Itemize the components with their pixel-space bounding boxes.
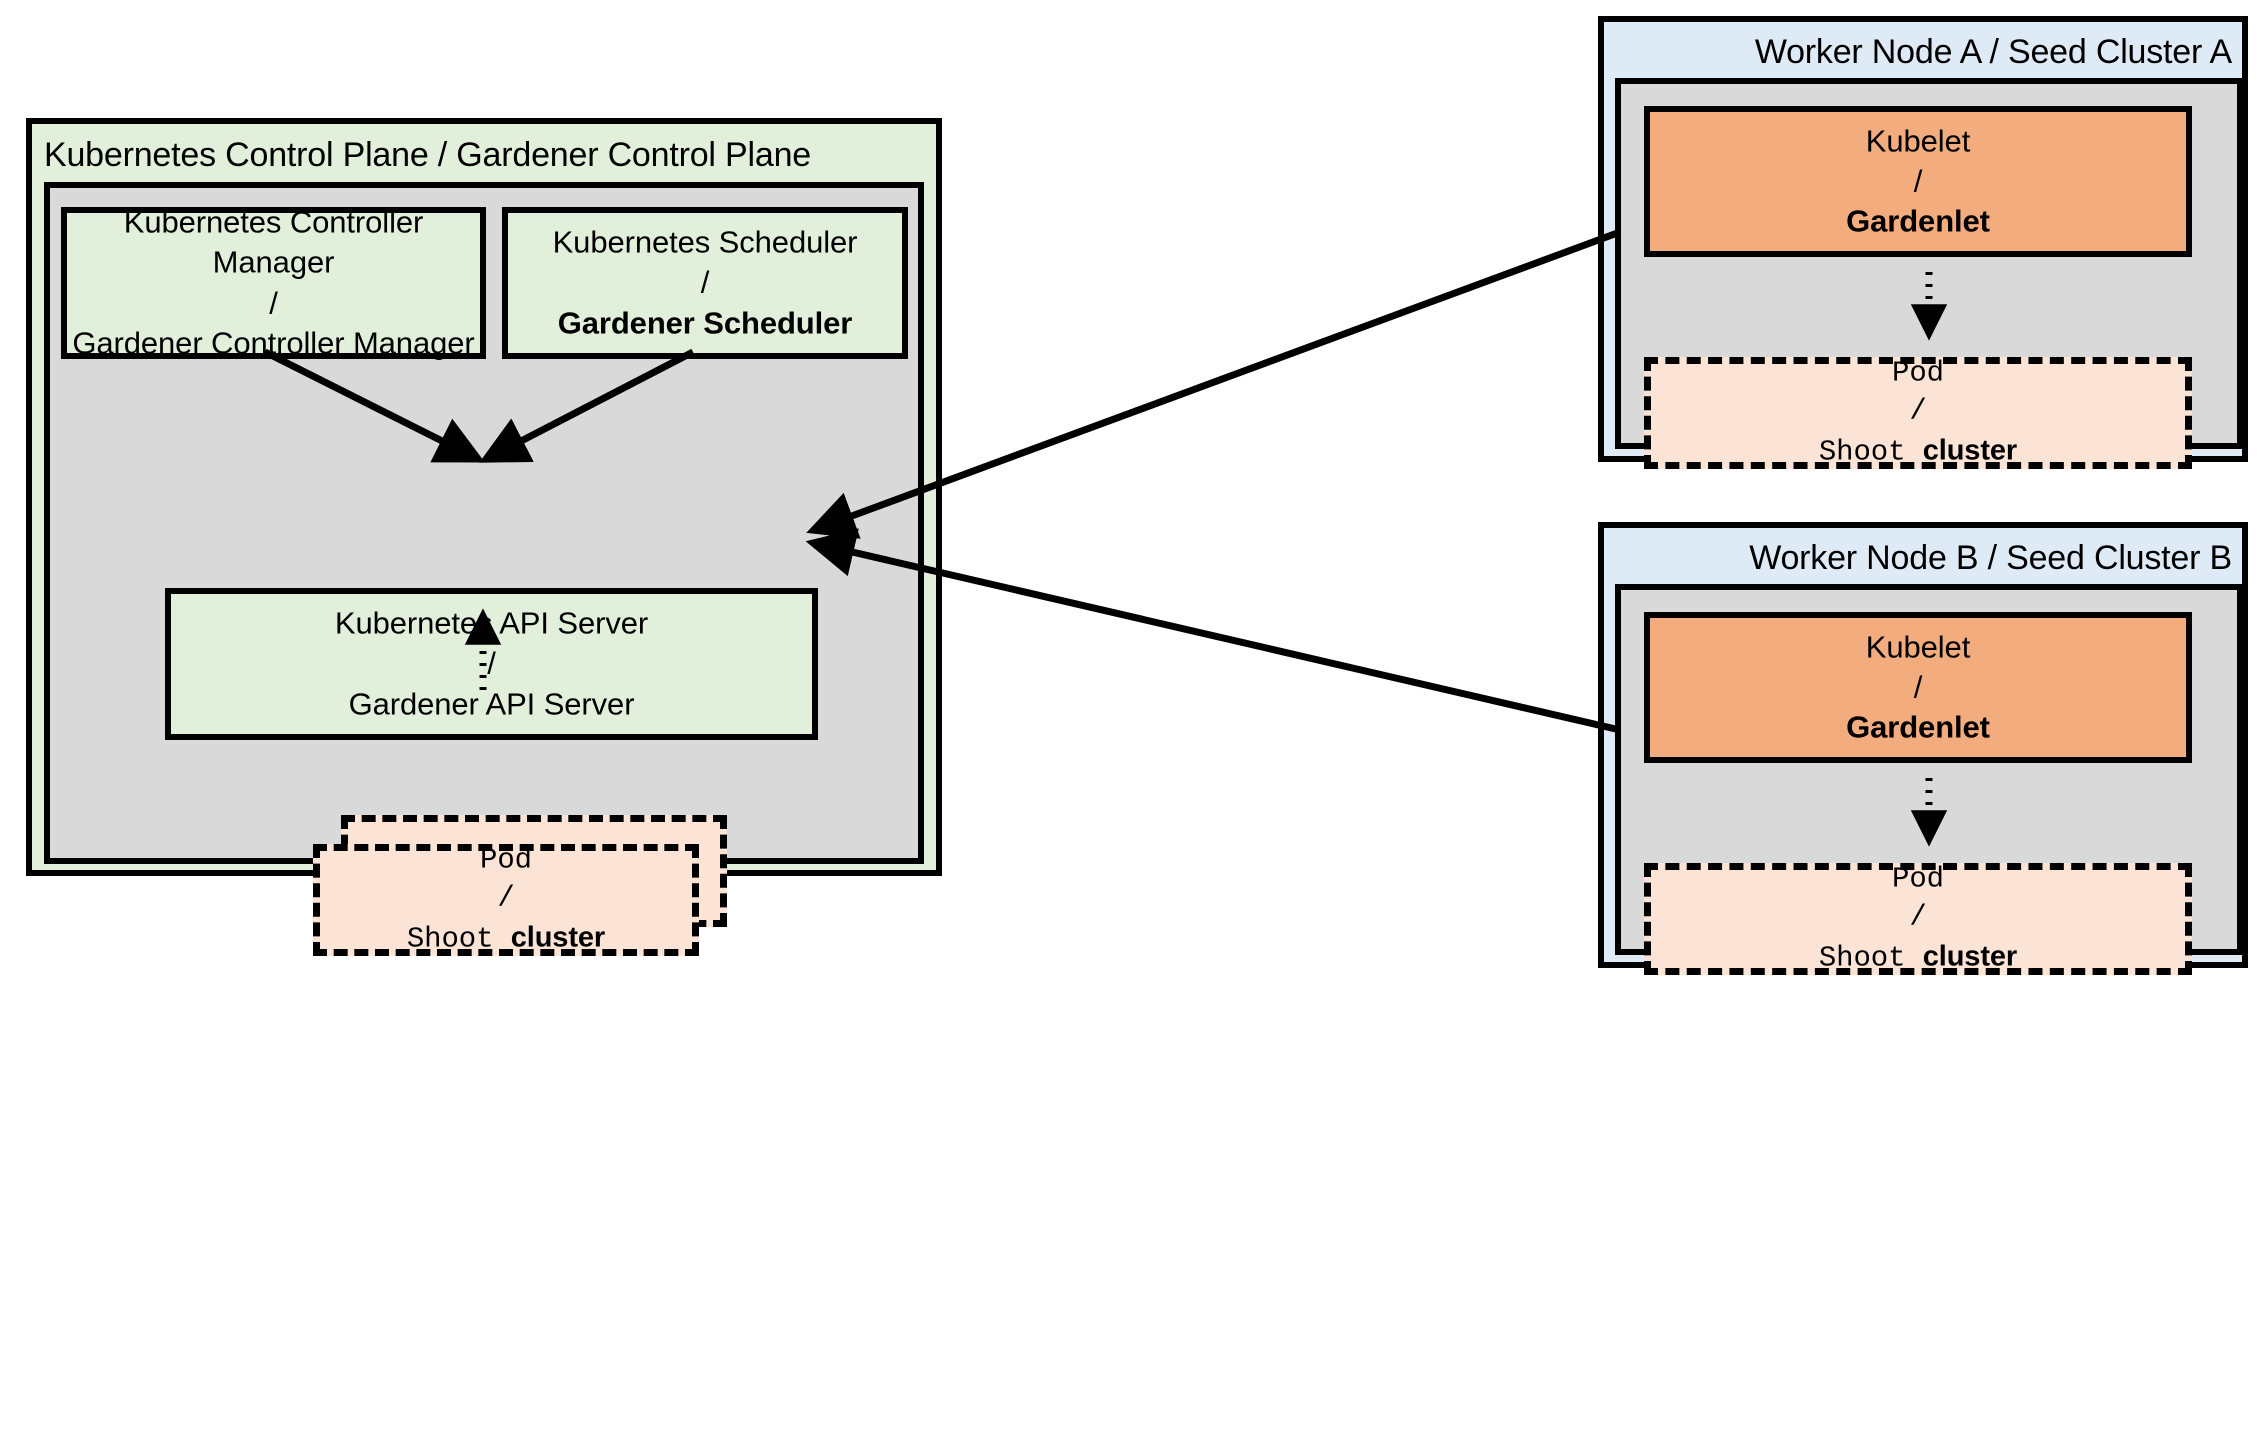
seed-cluster-a-inner-panel: Kubelet / Gardenlet Pod / Shoot cluster xyxy=(1615,78,2243,469)
controller-manager-line1: Kubernetes Controller Manager xyxy=(123,204,424,280)
seed-cluster-a-pod-box[interactable]: Pod / Shoot cluster xyxy=(1644,357,2192,469)
control-plane-pod-box[interactable]: Pod / Shoot cluster xyxy=(313,844,699,956)
scheduler-label: Kubernetes Scheduler / Gardener Schedule… xyxy=(508,223,902,344)
api-server-line1: Kubernetes API Server xyxy=(334,605,649,641)
control-plane-inner-panel: Kubernetes Controller Manager / Gardener… xyxy=(44,182,924,956)
control-plane-panel: Kubernetes Control Plane / Gardener Cont… xyxy=(26,118,942,956)
api-server-label: Kubernetes API Server / Gardener API Ser… xyxy=(171,604,812,725)
control-plane-pod-line2: Shoot cluster xyxy=(320,918,692,958)
control-plane-pod-line1: Pod xyxy=(480,843,532,877)
api-server-separator: / xyxy=(487,645,496,681)
seed-cluster-b-pod-line1: Pod xyxy=(1892,862,1944,896)
seed-cluster-b-pod-line2-bold: cluster xyxy=(1922,940,2018,973)
seed-cluster-a-pod-separator: / xyxy=(1909,394,1927,428)
control-plane-pod-separator: / xyxy=(497,881,515,915)
seed-cluster-b-kubelet-line2: Gardenlet xyxy=(1846,709,1990,745)
seed-cluster-a-panel: Worker Node A / Seed Cluster A Kubelet /… xyxy=(1598,16,2248,469)
seed-cluster-b-pod-label: Pod / Shoot cluster xyxy=(1651,861,2185,978)
api-server-line2: Gardener API Server xyxy=(348,686,635,722)
control-plane-pod-label: Pod / Shoot cluster xyxy=(320,842,692,959)
seed-cluster-a-pod-line2-bold: cluster xyxy=(1922,434,2018,467)
seed-cluster-a-pod-line1: Pod xyxy=(1892,356,1944,390)
seed-cluster-a-kubelet-line1: Kubelet xyxy=(1865,123,1971,159)
seed-cluster-b-kubelet-line1: Kubelet xyxy=(1865,629,1971,665)
seed-cluster-b-pod-box[interactable]: Pod / Shoot cluster xyxy=(1644,863,2192,975)
scheduler-box[interactable]: Kubernetes Scheduler / Gardener Schedule… xyxy=(502,207,908,359)
controller-manager-label: Kubernetes Controller Manager / Gardener… xyxy=(67,202,480,363)
control-plane-title: Kubernetes Control Plane / Gardener Cont… xyxy=(44,136,811,174)
scheduler-line2: Gardener Scheduler xyxy=(557,305,853,341)
seed-cluster-b-kubelet-label: Kubelet / Gardenlet xyxy=(1650,627,2186,748)
seed-cluster-b-pod-line2-prefix: Shoot xyxy=(1818,941,1923,975)
seed-cluster-b-pod-line2: Shoot cluster xyxy=(1651,937,2185,977)
seed-cluster-a-title: Worker Node A / Seed Cluster A xyxy=(1754,33,2232,71)
seed-cluster-a-kubelet-label: Kubelet / Gardenlet xyxy=(1650,121,2186,242)
seed-cluster-a-pod-label: Pod / Shoot cluster xyxy=(1651,355,2185,472)
control-plane-pod-line2-prefix: Shoot xyxy=(406,922,511,956)
scheduler-line1: Kubernetes Scheduler xyxy=(552,224,858,260)
api-server-box[interactable]: Kubernetes API Server / Gardener API Ser… xyxy=(165,588,818,740)
seed-cluster-a-kubelet-separator: / xyxy=(1913,163,1923,199)
seed-cluster-b-panel: Worker Node B / Seed Cluster B Kubelet /… xyxy=(1598,522,2248,975)
seed-cluster-a-pod-line2-prefix: Shoot xyxy=(1818,435,1923,469)
control-plane-pod-line2-bold: cluster xyxy=(510,921,606,954)
scheduler-separator: / xyxy=(700,264,710,300)
seed-cluster-b-kubelet-separator: / xyxy=(1913,669,1923,705)
seed-cluster-a-kubelet-line2: Gardenlet xyxy=(1846,203,1990,239)
seed-cluster-a-kubelet-box[interactable]: Kubelet / Gardenlet xyxy=(1644,106,2192,257)
seed-cluster-b-pod-separator: / xyxy=(1909,900,1927,934)
seed-cluster-b-kubelet-box[interactable]: Kubelet / Gardenlet xyxy=(1644,612,2192,763)
controller-manager-separator: / xyxy=(269,285,278,320)
seed-cluster-b-title: Worker Node B / Seed Cluster B xyxy=(1749,539,2232,577)
seed-cluster-a-pod-line2: Shoot cluster xyxy=(1651,431,2185,471)
controller-manager-line2: Gardener Controller Manager xyxy=(72,325,475,361)
controller-manager-box[interactable]: Kubernetes Controller Manager / Gardener… xyxy=(61,204,486,360)
seed-cluster-b-inner-panel: Kubelet / Gardenlet Pod / Shoot cluster xyxy=(1615,584,2243,975)
